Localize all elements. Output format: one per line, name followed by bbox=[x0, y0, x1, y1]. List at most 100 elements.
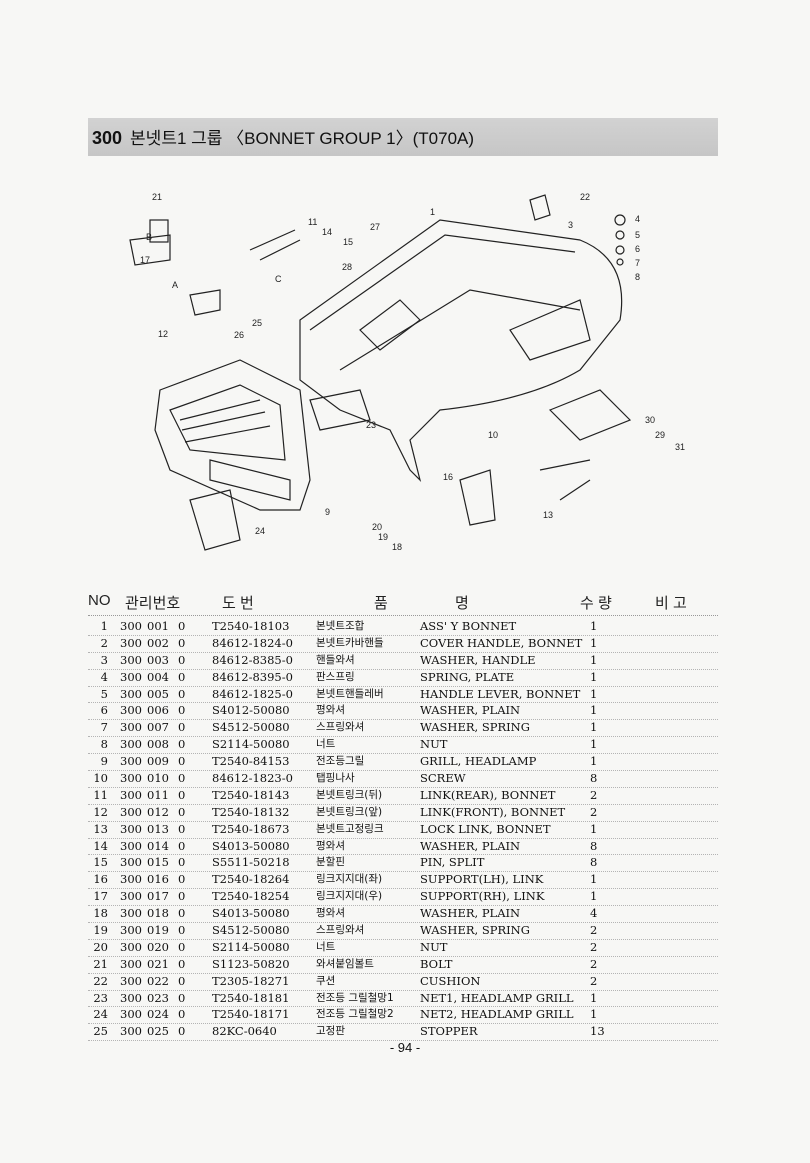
cell-z: 0 bbox=[178, 838, 186, 853]
link-assembly bbox=[548, 389, 632, 441]
cell-no: 2 bbox=[100, 635, 108, 650]
cell-seq: 012 bbox=[147, 804, 169, 819]
svg-text:6: 6 bbox=[635, 244, 640, 254]
grill-net-2 bbox=[189, 489, 241, 551]
cell-grp: 300 bbox=[120, 821, 142, 836]
header-divider bbox=[88, 615, 718, 616]
cell-seq: 014 bbox=[147, 838, 169, 853]
cell-en: SUPPORT(RH), LINK bbox=[420, 889, 545, 904]
cell-qty: 1 bbox=[590, 635, 598, 650]
svg-text:12: 12 bbox=[158, 329, 168, 339]
cell-no: 24 bbox=[93, 1007, 108, 1022]
cell-seq: 001 bbox=[147, 619, 169, 633]
cell-z: 0 bbox=[178, 956, 186, 971]
cell-kr: 판스프링 bbox=[316, 670, 355, 683]
cell-kr: 본넷트고정링크 bbox=[316, 822, 384, 835]
cell-part: T2540-18103 bbox=[212, 619, 290, 633]
svg-text:16: 16 bbox=[443, 472, 453, 482]
svg-text:4: 4 bbox=[635, 214, 640, 224]
svg-text:19: 19 bbox=[378, 532, 388, 542]
cell-grp: 300 bbox=[120, 855, 142, 870]
cell-en: WASHER, PLAIN bbox=[420, 838, 521, 853]
cell-en: NET2, HEADLAMP GRILL bbox=[420, 1007, 574, 1022]
cell-grp: 300 bbox=[120, 906, 142, 921]
cell-qty: 1 bbox=[590, 669, 598, 684]
cell-qty: 4 bbox=[590, 906, 598, 921]
cell-part: S2114-50080 bbox=[212, 939, 290, 954]
cell-z: 0 bbox=[178, 703, 186, 718]
cell-qty: 2 bbox=[590, 956, 598, 971]
col-header-name-left: 품 bbox=[374, 595, 388, 612]
cell-en: ASS' Y BONNET bbox=[420, 619, 517, 633]
cell-part: 84612-8395-0 bbox=[212, 669, 293, 684]
svg-text:25: 25 bbox=[252, 318, 262, 328]
cell-kr: 본넷트핸들레버 bbox=[316, 687, 384, 700]
cell-seq: 008 bbox=[147, 737, 169, 752]
svg-text:10: 10 bbox=[488, 430, 498, 440]
svg-text:29: 29 bbox=[655, 430, 665, 440]
cell-en: LOCK LINK, BONNET bbox=[420, 821, 551, 836]
svg-text:27: 27 bbox=[370, 222, 380, 232]
cell-grp: 300 bbox=[120, 754, 142, 769]
svg-text:5: 5 bbox=[635, 230, 640, 240]
svg-text:18: 18 bbox=[392, 542, 402, 552]
cell-qty: 1 bbox=[590, 737, 598, 752]
svg-text:A: A bbox=[172, 280, 178, 290]
cell-z: 0 bbox=[178, 771, 186, 786]
cell-seq: 011 bbox=[147, 787, 169, 802]
cell-part: S5511-50218 bbox=[212, 855, 290, 870]
cell-qty: 1 bbox=[590, 703, 598, 718]
cell-en: SCREW bbox=[420, 771, 466, 786]
col-header-no: NO bbox=[88, 592, 111, 609]
group-title: 본넷트1 그룹 〈BONNET GROUP 1〉(T070A) bbox=[130, 129, 475, 148]
exploded-parts-diagram: 1 3 4 5 6 7 8 9 10 11 12 13 14 15 16 17 … bbox=[129, 192, 685, 552]
cell-qty: 1 bbox=[590, 990, 598, 1005]
cell-part: T2540-18171 bbox=[212, 1007, 290, 1022]
cell-kr: 너트 bbox=[316, 738, 336, 751]
cell-no: 20 bbox=[93, 939, 108, 954]
cell-qty: 1 bbox=[590, 619, 598, 633]
cell-kr: 핸들와셔 bbox=[316, 653, 355, 666]
cell-grp: 300 bbox=[120, 838, 142, 853]
cell-kr: 스프링와셔 bbox=[316, 721, 365, 734]
svg-text:C: C bbox=[275, 274, 282, 284]
svg-text:7: 7 bbox=[635, 258, 640, 268]
svg-text:20: 20 bbox=[372, 522, 382, 532]
cell-part: T2540-18264 bbox=[212, 872, 290, 887]
cell-grp: 300 bbox=[120, 787, 142, 802]
cell-en: SPRING, PLATE bbox=[420, 669, 515, 684]
cell-part: T2540-18143 bbox=[212, 787, 290, 802]
cell-z: 0 bbox=[178, 787, 186, 802]
cell-en: PIN, SPLIT bbox=[420, 855, 485, 870]
cell-grp: 300 bbox=[120, 720, 142, 735]
cell-en: WASHER, PLAIN bbox=[420, 703, 521, 718]
headlamp-grille bbox=[154, 359, 311, 511]
cell-grp: 300 bbox=[120, 939, 142, 954]
cell-z: 0 bbox=[178, 990, 186, 1005]
cell-no: 3 bbox=[100, 652, 108, 667]
cell-kr: 탭핑나사 bbox=[316, 772, 355, 785]
cell-grp: 300 bbox=[120, 771, 142, 786]
cell-z: 0 bbox=[178, 686, 186, 701]
cell-z: 0 bbox=[178, 652, 186, 667]
cell-en: HANDLE LEVER, BONNET bbox=[420, 686, 581, 701]
svg-text:21: 21 bbox=[152, 192, 162, 202]
col-header-name-right: 명 bbox=[455, 595, 469, 612]
cell-part: S4013-50080 bbox=[212, 906, 290, 921]
svg-text:15: 15 bbox=[343, 237, 353, 247]
cell-qty: 2 bbox=[590, 804, 598, 819]
cell-en: NUT bbox=[420, 939, 448, 954]
svg-text:24: 24 bbox=[255, 526, 265, 536]
cell-no: 5 bbox=[100, 686, 108, 701]
cell-no: 9 bbox=[100, 754, 108, 769]
cell-no: 16 bbox=[93, 872, 108, 887]
cell-en: WASHER, SPRING bbox=[420, 923, 530, 938]
cell-part: S4512-50080 bbox=[212, 720, 290, 735]
cell-no: 23 bbox=[93, 990, 108, 1005]
